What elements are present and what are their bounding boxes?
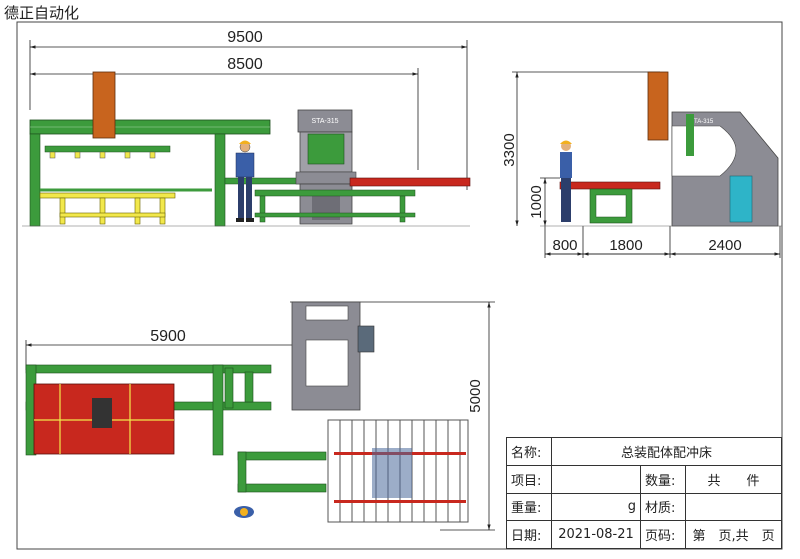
name-label: 名称: (506, 437, 552, 466)
name-value: 总装配体配冲床 (551, 437, 782, 466)
stacking-table-legs (59, 197, 166, 225)
item-value (550, 464, 642, 494)
operator-figure-side (560, 140, 572, 222)
stacking-table-top (39, 192, 176, 199)
material-label: 材质: (640, 492, 687, 522)
material-value (685, 492, 782, 522)
base-frame-front (254, 189, 416, 197)
plan-view: 5900 5000 (25, 301, 495, 531)
roller-conveyor (327, 419, 469, 523)
dimension-1000-label: 1000 (528, 185, 545, 218)
punch-press-side: STA-315 (671, 111, 779, 227)
robot-arm-plan (372, 448, 412, 498)
drawing-border (16, 21, 783, 550)
dimension-1800-label: 1800 (609, 237, 642, 254)
dimension-5900-label: 5900 (150, 328, 186, 345)
date-value: 2021-08-21 (550, 520, 642, 549)
date-label: 日期: (506, 520, 552, 549)
weight-unit: g (550, 492, 642, 522)
page-value: 第 页,共 页 (685, 520, 782, 549)
dimension-3300 (512, 71, 660, 226)
feed-table-side (559, 181, 661, 190)
dimension-3300-label: 3300 (501, 133, 518, 166)
side-view: 3300 1000 800 1800 2400 STA-315 (501, 71, 782, 258)
title-block: 名称: 总装配体配冲床 项目: 数量: 共 件 重量: g 材质: 日期: 20… (506, 437, 782, 549)
dimension-2400-label: 2400 (708, 237, 741, 254)
feeder-column (92, 71, 116, 139)
press-model-side: STA-315 (690, 119, 714, 125)
feed-table-front (349, 177, 471, 187)
punch-press-front: STA-315 (295, 109, 357, 225)
gantry-leg-left (29, 133, 41, 227)
gantry-leg-right (214, 133, 226, 227)
dimension-1000 (540, 177, 560, 226)
suction-cups (49, 151, 156, 159)
front-view: 9500 8500 (22, 29, 471, 227)
dimension-9500-label: 9500 (227, 29, 263, 46)
quantity-value: 共 件 (685, 464, 782, 494)
operator-figure (235, 140, 255, 222)
transfer-rail (224, 177, 306, 185)
company-name: 德正自动化 (4, 4, 80, 22)
gantry-rail-top (25, 364, 272, 374)
feeder-column-side (647, 71, 669, 141)
dimension-bottom-row (544, 226, 781, 258)
side-frame-top (237, 451, 327, 461)
suction-bar (44, 145, 171, 153)
press-model-front: STA-315 (311, 118, 338, 125)
side-frame-bottom (237, 483, 327, 493)
operator-figure-plan (234, 506, 254, 518)
item-label: 项目: (506, 464, 552, 494)
punch-press-plan (291, 301, 375, 411)
control-cabinet (729, 175, 753, 223)
dimension-800-label: 800 (552, 237, 577, 254)
weight-label: 重量: (506, 492, 552, 522)
page-label: 页码: (640, 520, 687, 549)
dimension-5000-label: 5000 (467, 379, 484, 412)
dimension-8500-label: 8500 (227, 56, 263, 73)
suction-head-plan (92, 398, 112, 428)
quantity-label: 数量: (640, 464, 687, 494)
